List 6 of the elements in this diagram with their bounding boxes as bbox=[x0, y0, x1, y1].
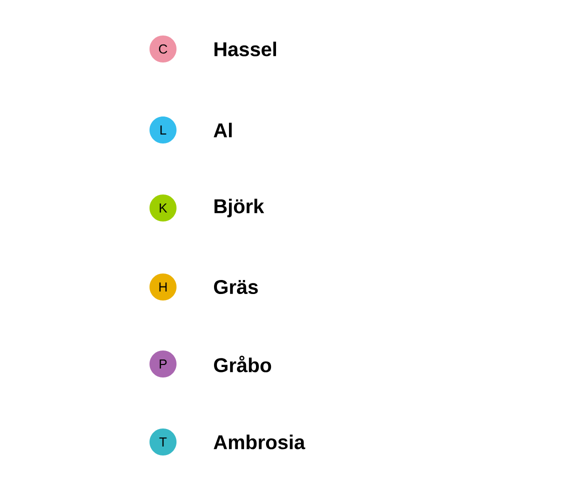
legend-label: Ambrosia bbox=[214, 434, 306, 450]
legend-label: Björk bbox=[214, 198, 264, 218]
legend-label: Gräs bbox=[214, 280, 258, 294]
legend-label: Gråbo bbox=[214, 356, 272, 372]
legend-label: Hassel bbox=[214, 42, 276, 56]
legend-label: Al bbox=[214, 122, 232, 138]
